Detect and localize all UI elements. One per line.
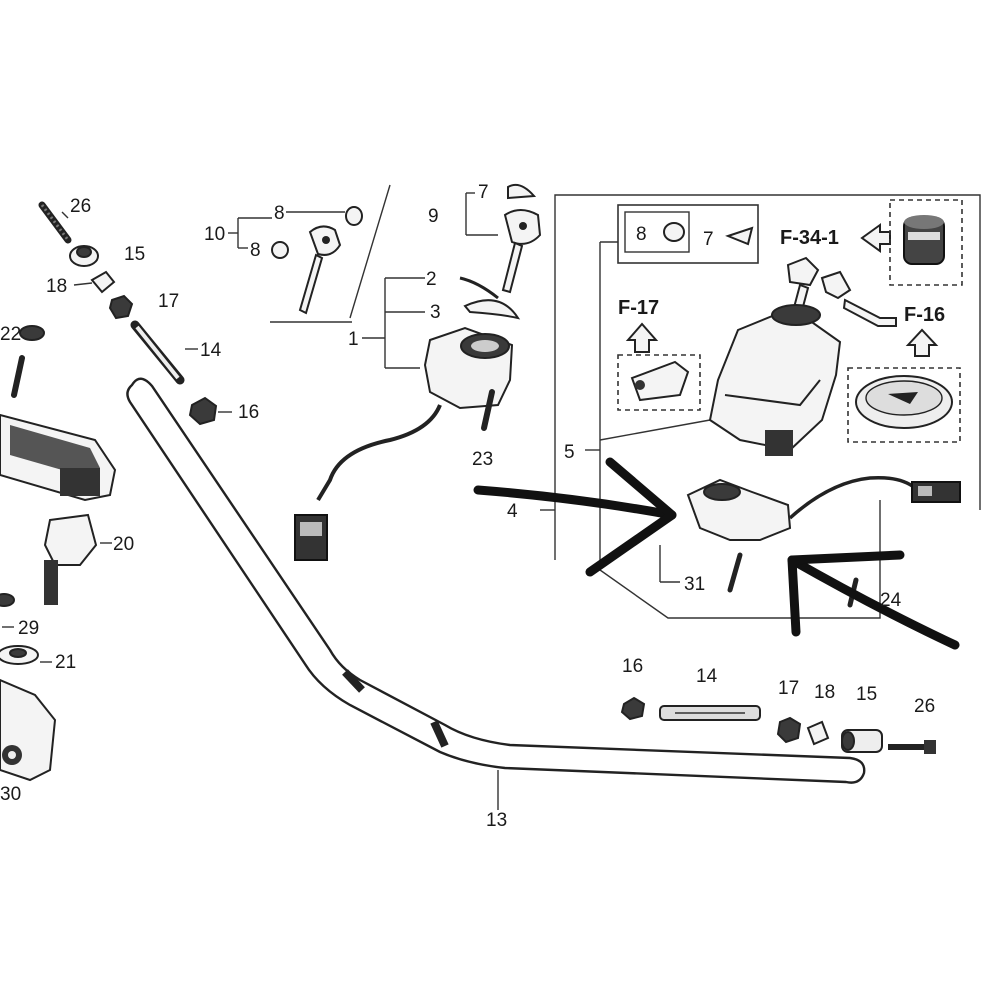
label-15-left: 15 <box>124 244 145 265</box>
label-2: 2 <box>426 269 437 290</box>
key-icon <box>298 225 342 315</box>
label-17-left: 17 <box>158 291 179 312</box>
bushing-29 <box>0 593 15 628</box>
connector-right <box>911 481 961 503</box>
top-bridge-assembly <box>0 201 232 782</box>
label-5: 5 <box>564 442 575 463</box>
label-7-top: 7 <box>478 182 489 203</box>
connector <box>294 514 328 561</box>
ignition-detail-box <box>540 194 981 619</box>
label-8-mid: 8 <box>250 240 261 261</box>
nut-16-right <box>620 696 646 721</box>
bolt-26 <box>38 201 72 244</box>
label-3: 3 <box>430 302 441 323</box>
latch-icon <box>630 360 690 402</box>
label-20: 20 <box>113 534 134 555</box>
label-17-right: 17 <box>778 678 799 699</box>
nut-16-left <box>188 396 232 426</box>
label-13: 13 <box>486 810 507 831</box>
collar-15-right <box>841 729 883 753</box>
nut-17 <box>108 294 134 320</box>
top-bridge <box>0 413 117 502</box>
bolt-26-right <box>888 740 936 754</box>
cover-icon <box>855 375 953 429</box>
label-10: 10 <box>204 224 225 245</box>
label-8-box: 8 <box>636 224 647 245</box>
clip-18-right <box>806 720 830 746</box>
label-9: 9 <box>428 206 439 227</box>
label-4: 4 <box>507 501 518 522</box>
bar-end-parts <box>620 696 936 754</box>
rod-14-right <box>659 705 761 721</box>
ref-f-16: F-16 <box>904 304 945 326</box>
key-set-left <box>228 184 391 323</box>
label-31: 31 <box>684 574 705 595</box>
ignition-switch-assembly <box>294 276 521 561</box>
key-icon-9 <box>501 209 542 294</box>
lock-cylinder-icon <box>903 215 945 265</box>
holder-20 <box>43 513 112 605</box>
label-26-right: 26 <box>914 696 935 717</box>
label-15-right: 15 <box>856 684 877 705</box>
label-24: 24 <box>880 590 902 611</box>
label-18-left: 18 <box>46 276 67 297</box>
label-16-left: 16 <box>238 402 259 423</box>
label-7-box: 7 <box>703 229 714 250</box>
clip-18 <box>73 270 116 294</box>
label-23: 23 <box>472 449 493 470</box>
washer-22 <box>19 325 45 341</box>
washer-21 <box>0 645 52 665</box>
label-18-right: 18 <box>814 682 835 703</box>
lower-holder-30 <box>0 678 57 782</box>
marker-arrow-right <box>473 457 677 577</box>
marker-arrow-left <box>787 550 960 650</box>
label-14-left: 14 <box>200 340 222 361</box>
nut-17-right <box>776 716 802 744</box>
ref-f-34-1: F-34-1 <box>780 227 839 249</box>
main-ignition-body <box>708 304 842 456</box>
callout-labels: 26 15 18 17 14 16 22 10 8 8 9 7 2 3 1 23… <box>0 182 945 831</box>
rod-14-left <box>130 320 198 385</box>
label-16-right: 16 <box>622 656 643 677</box>
label-1: 1 <box>348 329 359 350</box>
label-26-left: 26 <box>70 196 91 217</box>
label-8-top: 8 <box>274 203 285 224</box>
key-set-right <box>465 183 542 294</box>
label-22: 22 <box>0 324 21 345</box>
ref-f-17: F-17 <box>618 297 659 319</box>
label-29: 29 <box>18 618 39 639</box>
label-21: 21 <box>55 652 76 673</box>
label-14-right: 14 <box>696 666 718 687</box>
label-30: 30 <box>0 784 21 805</box>
handlebar-13 <box>126 377 866 810</box>
collar-15 <box>69 245 99 267</box>
switch-4 <box>686 478 792 541</box>
